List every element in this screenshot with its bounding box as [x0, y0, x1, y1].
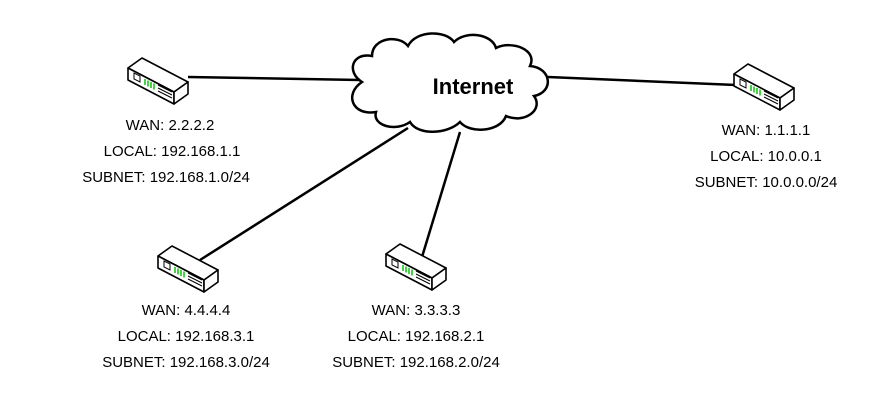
cloud-icon: Internet	[351, 32, 550, 133]
router-1-local: LOCAL: 192.168.1.1	[104, 143, 241, 160]
router-4-subnet: SUBNET: 192.168.2.0/24	[332, 354, 500, 371]
router-3-subnet: SUBNET: 192.168.3.0/24	[102, 354, 270, 371]
router-3: WAN: 4.4.4.4 LOCAL: 192.168.3.1 SUBNET: …	[102, 245, 270, 371]
link-router-2	[547, 75, 737, 87]
router-3-local: LOCAL: 192.168.3.1	[118, 328, 255, 345]
router-4: WAN: 3.3.3.3 LOCAL: 192.168.2.1 SUBNET: …	[332, 243, 500, 371]
router-1-wan: WAN: 2.2.2.2	[126, 117, 215, 134]
router-icon	[385, 243, 447, 291]
router-1: WAN: 2.2.2.2 LOCAL: 192.168.1.1 SUBNET: …	[82, 57, 250, 186]
router-4-wan: WAN: 3.3.3.3	[372, 302, 461, 319]
router-3-wan: WAN: 4.4.4.4	[142, 302, 231, 319]
router-1-subnet: SUBNET: 192.168.1.0/24	[82, 169, 250, 186]
link-router-1	[187, 75, 361, 82]
router-icon	[127, 57, 189, 105]
link-router-3	[199, 126, 409, 262]
router-2-local: LOCAL: 10.0.0.1	[710, 148, 822, 165]
router-4-local: LOCAL: 192.168.2.1	[348, 328, 485, 345]
link-router-4	[420, 131, 462, 258]
router-2-wan: WAN: 1.1.1.1	[722, 122, 811, 139]
router-icon	[733, 63, 795, 111]
cloud-label: Internet	[433, 74, 514, 99]
router-2-subnet: SUBNET: 10.0.0.0/24	[695, 174, 838, 191]
router-2: WAN: 1.1.1.1 LOCAL: 10.0.0.1 SUBNET: 10.…	[695, 63, 838, 191]
